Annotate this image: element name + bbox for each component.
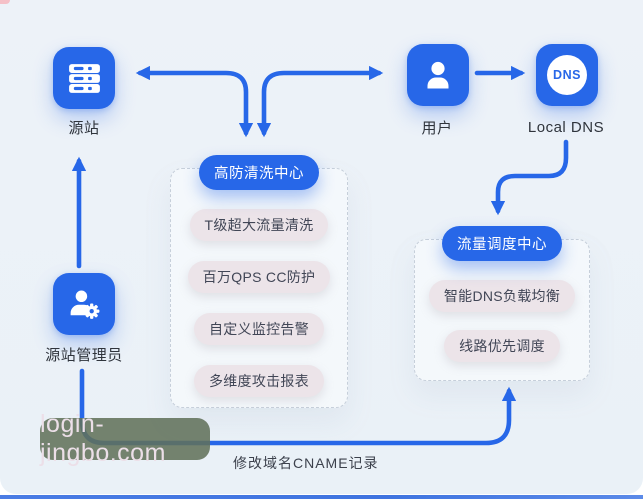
origin-server-icon: [53, 47, 115, 109]
corner-artifact: [0, 0, 10, 4]
scrubbing-center-title: 高防清洗中心: [199, 155, 319, 190]
origin-server-label: 源站: [68, 120, 100, 137]
local-dns-icon: DNS: [536, 44, 598, 106]
scheduling-center-panel: 流量调度中心 智能DNS负载均衡 线路优先调度: [414, 226, 590, 381]
origin-admin-icon: [53, 273, 115, 335]
scrubbing-center-panel: 高防清洗中心 T级超大流量清洗 百万QPS CC防护 自定义监控告警 多维度攻击…: [170, 155, 348, 408]
origin-admin-label: 源站管理员: [45, 347, 123, 364]
scheduling-feature-pill: 智能DNS负载均衡: [428, 280, 576, 312]
watermark-badge: login-jingbo.com: [40, 410, 210, 467]
user-icon: [407, 44, 469, 106]
person-icon: [427, 61, 449, 89]
user-label: 用户: [421, 120, 453, 137]
dns-badge-text: DNS: [553, 68, 581, 82]
scheduling-feature-pill: 线路优先调度: [444, 330, 560, 362]
cname-note: 修改域名CNAME记录: [233, 455, 379, 471]
dns-badge: DNS: [547, 55, 587, 95]
scrubbing-feature-pill: 自定义监控告警: [193, 313, 325, 345]
local-dns-label: Local DNS: [527, 119, 605, 136]
scrubbing-feature-pill: T级超大流量清洗: [189, 209, 329, 241]
admin-gear-icon: [70, 290, 99, 319]
scheduling-center-title: 流量调度中心: [442, 226, 562, 261]
scrubbing-feature-pill: 百万QPS CC防护: [187, 261, 331, 293]
bottom-strip: [0, 495, 643, 499]
watermark-text: login-jingbo.com: [40, 410, 166, 467]
scrubbing-feature-pill: 多维度攻击报表: [193, 365, 325, 397]
server-stack-icon: [68, 63, 100, 93]
